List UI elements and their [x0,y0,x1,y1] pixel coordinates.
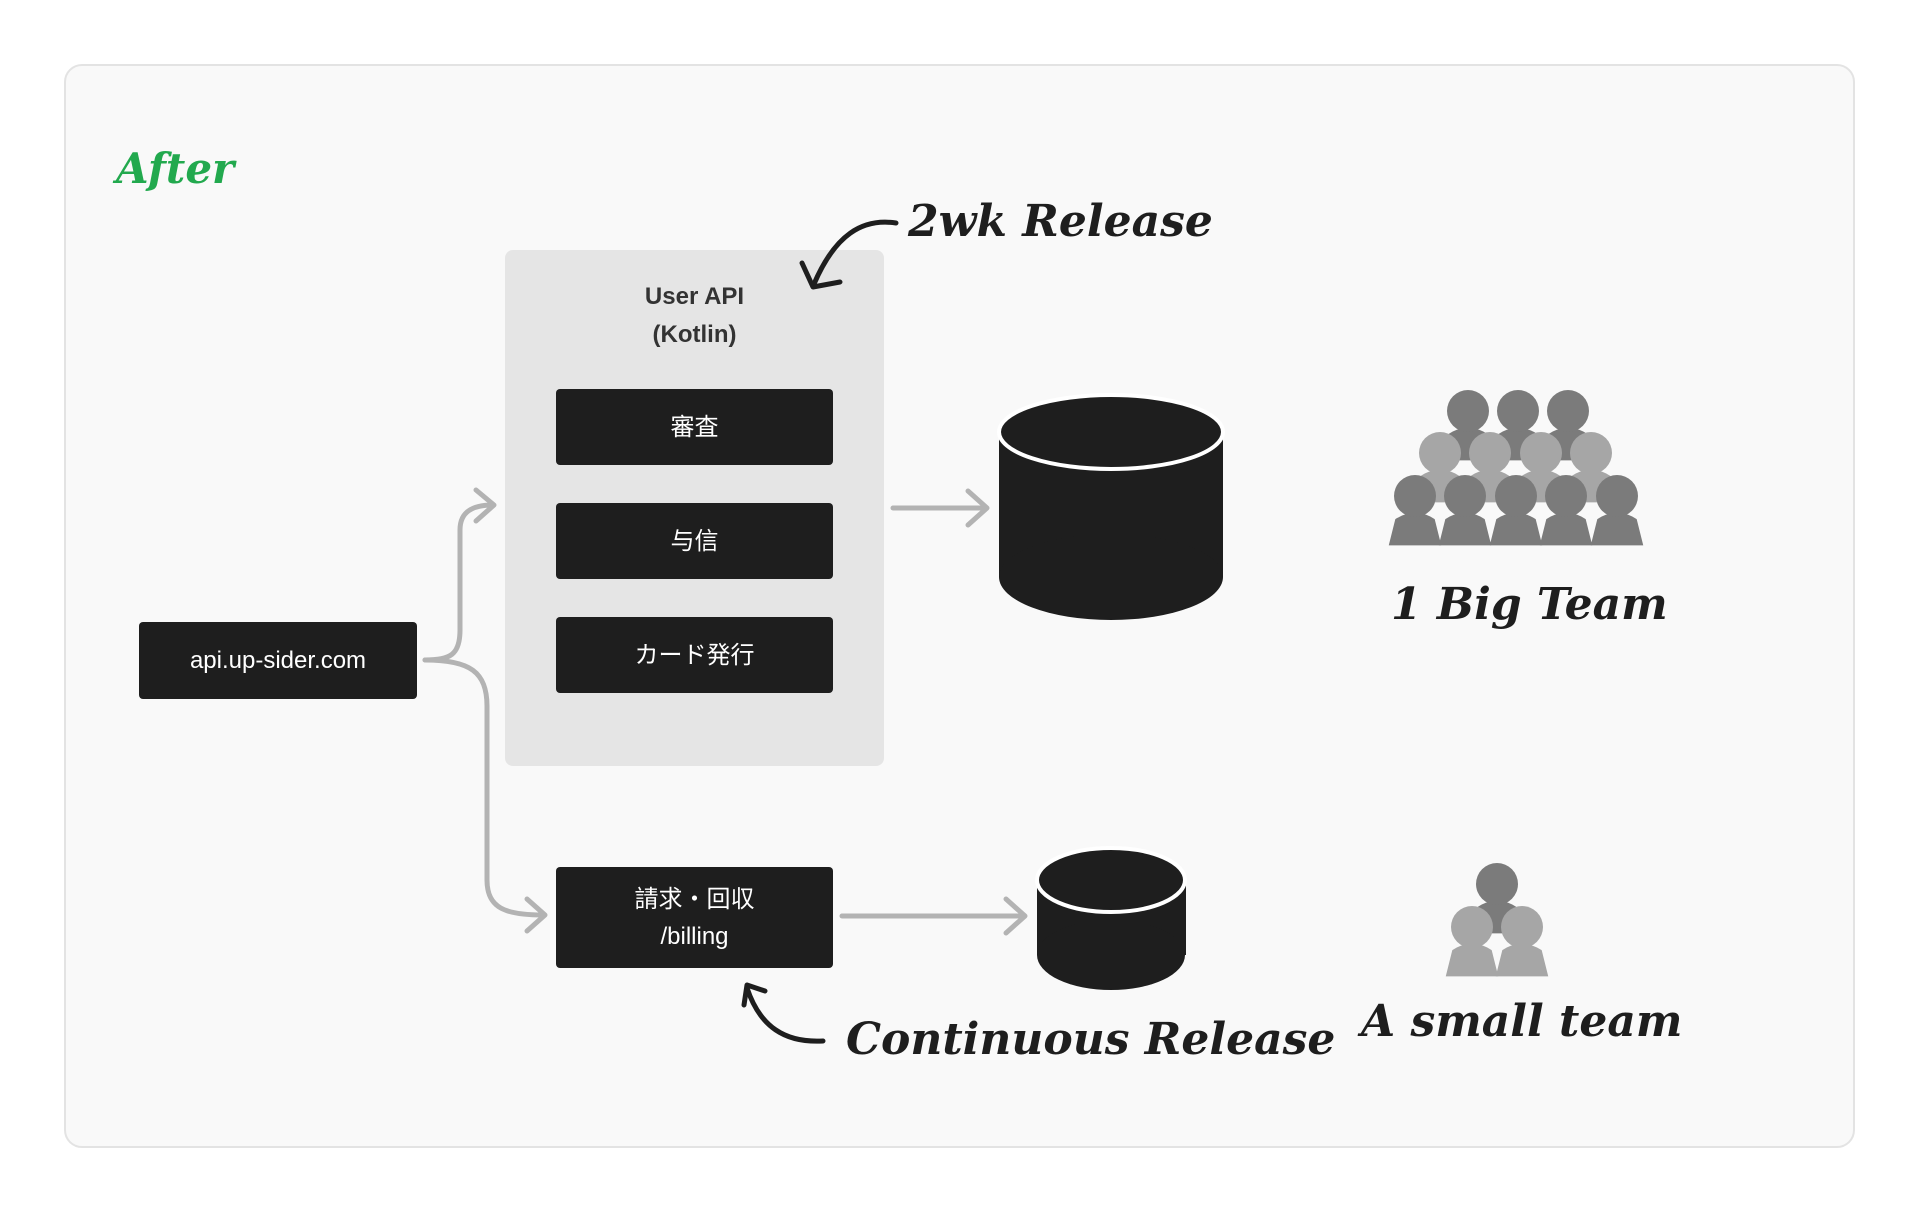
billing-service-path: /billing [660,922,729,950]
person-icon [1539,475,1593,546]
arrowhead-billing [524,896,548,934]
arrowhead-user-api [473,487,497,524]
person-icon [1445,906,1499,977]
person-icon [1495,906,1549,977]
module-screening-label: 審査 [670,413,719,441]
arrowhead-user-api-db [965,488,990,528]
billing-release-note: Continuous Release [846,1014,1336,1065]
diagram-frame [64,64,1855,1148]
panel-label: After [116,144,235,193]
connector-to-user-api [422,502,496,663]
module-card-issuing-label: カード発行 [634,641,755,669]
person-icon [1438,475,1492,546]
module-credit-label: 与信 [670,527,719,555]
user-api-database-icon [997,393,1225,620]
arrowhead-billing-db [1003,896,1028,936]
person-icon [1489,475,1543,546]
user-api-title: User API (Kotlin) [505,278,884,354]
api-gateway-box: api.up-sider.com [139,622,417,699]
billing-database-icon [1035,846,1187,990]
billing-service-box: 請求・回収 /billing [556,867,833,968]
connector-to-billing [422,657,546,918]
pointer-continuous-release [744,985,826,1044]
user-api-language: (Kotlin) [652,321,737,348]
module-screening: 審査 [556,389,833,465]
pointer-2wk-release [811,219,899,287]
pointer-2wk-release-head [799,260,843,290]
module-card-issuing: カード発行 [556,617,833,693]
module-credit: 与信 [556,503,833,579]
small-team-label: A small team [1361,996,1683,1047]
api-gateway-host: api.up-sider.com [189,647,367,674]
user-api-release-note: 2wk Release [908,196,1213,247]
pointer-continuous-release-head [741,982,768,1008]
billing-service-name: 請求・回収 [634,885,755,913]
person-icon [1388,475,1442,546]
user-api-name: User API [644,283,745,310]
big-team-label: 1 Big Team [1391,579,1668,630]
person-icon [1590,475,1644,546]
